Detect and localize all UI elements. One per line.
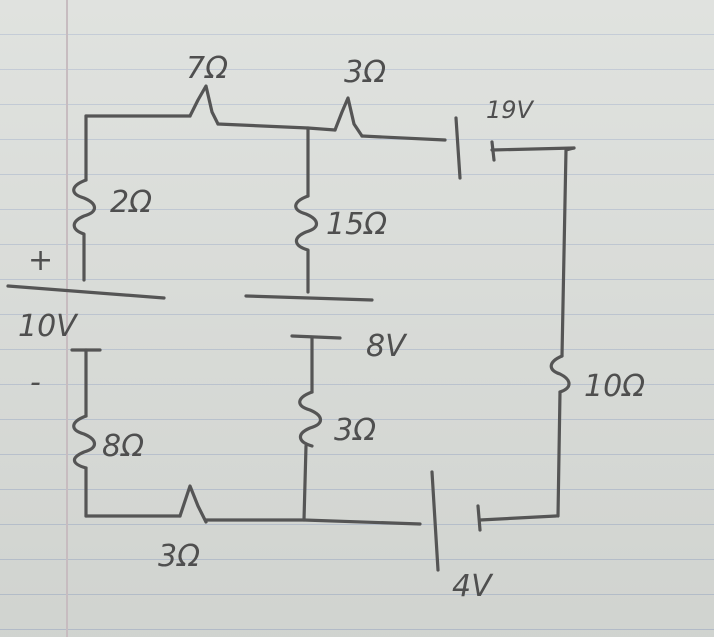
battery-8v-short-plate	[290, 334, 342, 340]
label-battery-4v: 4V	[452, 569, 494, 604]
label-resistor-10-ohm: 10Ω	[584, 369, 645, 404]
battery-10v-long-plate	[6, 284, 166, 300]
right-wire-bottom	[556, 390, 562, 518]
label-resistor-2-ohm: 2Ω	[110, 185, 152, 220]
label-resistor-15-ohm: 15Ω	[326, 207, 387, 242]
label-battery-10v-plus: +	[28, 243, 53, 278]
resistor-15-ohm	[294, 194, 319, 294]
right-wire-top	[560, 146, 576, 358]
label-resistor-3-ohm-top: 3Ω	[344, 55, 386, 90]
resistor-8-ohm	[72, 414, 97, 470]
battery-4v-long-plate	[430, 470, 440, 572]
label-battery-8v: 8V	[366, 329, 408, 364]
label-resistor-8-ohm: 8Ω	[102, 429, 144, 464]
battery-4v-short-plate	[476, 504, 482, 532]
top-wire-to-battery	[360, 134, 447, 142]
top-wire-middle	[216, 122, 337, 132]
label-resistor-3-ohm-bottom: 3Ω	[158, 539, 200, 574]
bottom-wire-right	[478, 514, 558, 522]
battery-8v-long-plate	[244, 294, 374, 302]
label-resistor-7-ohm: 7Ω	[186, 51, 228, 86]
label-resistor-3-ohm-middle: 3Ω	[334, 413, 376, 448]
top-wire-right	[490, 146, 576, 152]
margin-line	[66, 0, 68, 637]
battery-19v-long-plate	[454, 116, 462, 180]
resistor-7-ohm	[188, 84, 220, 126]
resistor-2-ohm	[72, 178, 97, 282]
resistor-3-ohm-middle	[298, 390, 323, 448]
resistor-10-ohm	[549, 354, 571, 394]
middle-wire-bottom	[302, 444, 308, 522]
label-battery-10v-minus: -	[30, 365, 41, 400]
resistor-3-ohm-top	[333, 96, 364, 138]
resistor-3-ohm-bottom	[178, 484, 208, 524]
bottom-wire-middle	[204, 518, 422, 526]
label-battery-19v: 19V	[486, 96, 535, 124]
label-battery-10v: 10V	[18, 309, 79, 344]
